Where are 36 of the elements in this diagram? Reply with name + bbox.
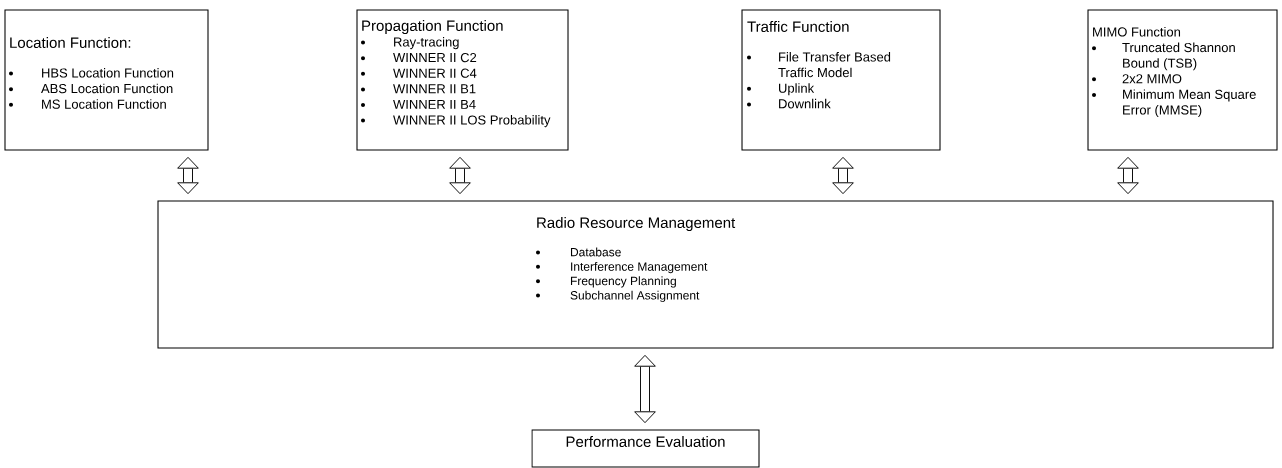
- box-heading: MIMO Function: [1093, 27, 1180, 37]
- function-box: [356, 9, 569, 151]
- double-arrow: [177, 156, 199, 195]
- box-heading: Traffic Function: [747, 21, 849, 32]
- box-heading: Location Function:: [10, 37, 131, 48]
- function-box: [531, 429, 760, 468]
- bullet-item: WINNER II C4: [361, 68, 477, 78]
- function-box: [4, 9, 209, 151]
- double-arrow: [832, 156, 854, 195]
- bullet-item: Frequency Planning: [536, 276, 676, 288]
- bullet-item: Downlink: [747, 98, 831, 109]
- bullet-item: WINNER II B1: [361, 84, 476, 94]
- function-box: [1087, 9, 1278, 151]
- function-box: [157, 200, 1274, 349]
- bullet-item: Ray-tracing: [361, 37, 459, 50]
- bullet-item: HBS Location Function: [9, 68, 174, 78]
- bullet-item: Minimum Mean Square Error (MMSE): [1092, 89, 1256, 118]
- bullet-item: Truncated Shannon Bound (TSB): [1092, 42, 1235, 71]
- box-heading: Radio Resource Management: [537, 217, 736, 231]
- bullet-item: ABS Location Function: [9, 83, 173, 94]
- double-arrow: [449, 156, 471, 195]
- box-heading: Propagation Function: [362, 20, 503, 34]
- bullet-item: MS Location Function: [9, 99, 166, 109]
- double-arrow: [634, 354, 656, 424]
- bullet-item: WINNER II B4: [361, 99, 476, 109]
- double-arrow: [1117, 156, 1139, 195]
- bullet-item: Interference Management: [536, 262, 708, 274]
- box-heading: Performance Evaluation: [566, 436, 725, 447]
- bullet-item: File Transfer Based Traffic Model: [747, 52, 891, 78]
- bullet-item: WINNER II C2: [361, 53, 477, 63]
- bullet-item: WINNER II LOS Probability: [361, 115, 551, 128]
- bullet-item: Uplink: [747, 83, 815, 96]
- function-box: [741, 9, 941, 151]
- bullet-item: Subchannel Assignment: [536, 290, 700, 302]
- bullet-item: Database: [536, 247, 621, 257]
- bullet-item: 2x2 MIMO: [1092, 74, 1182, 84]
